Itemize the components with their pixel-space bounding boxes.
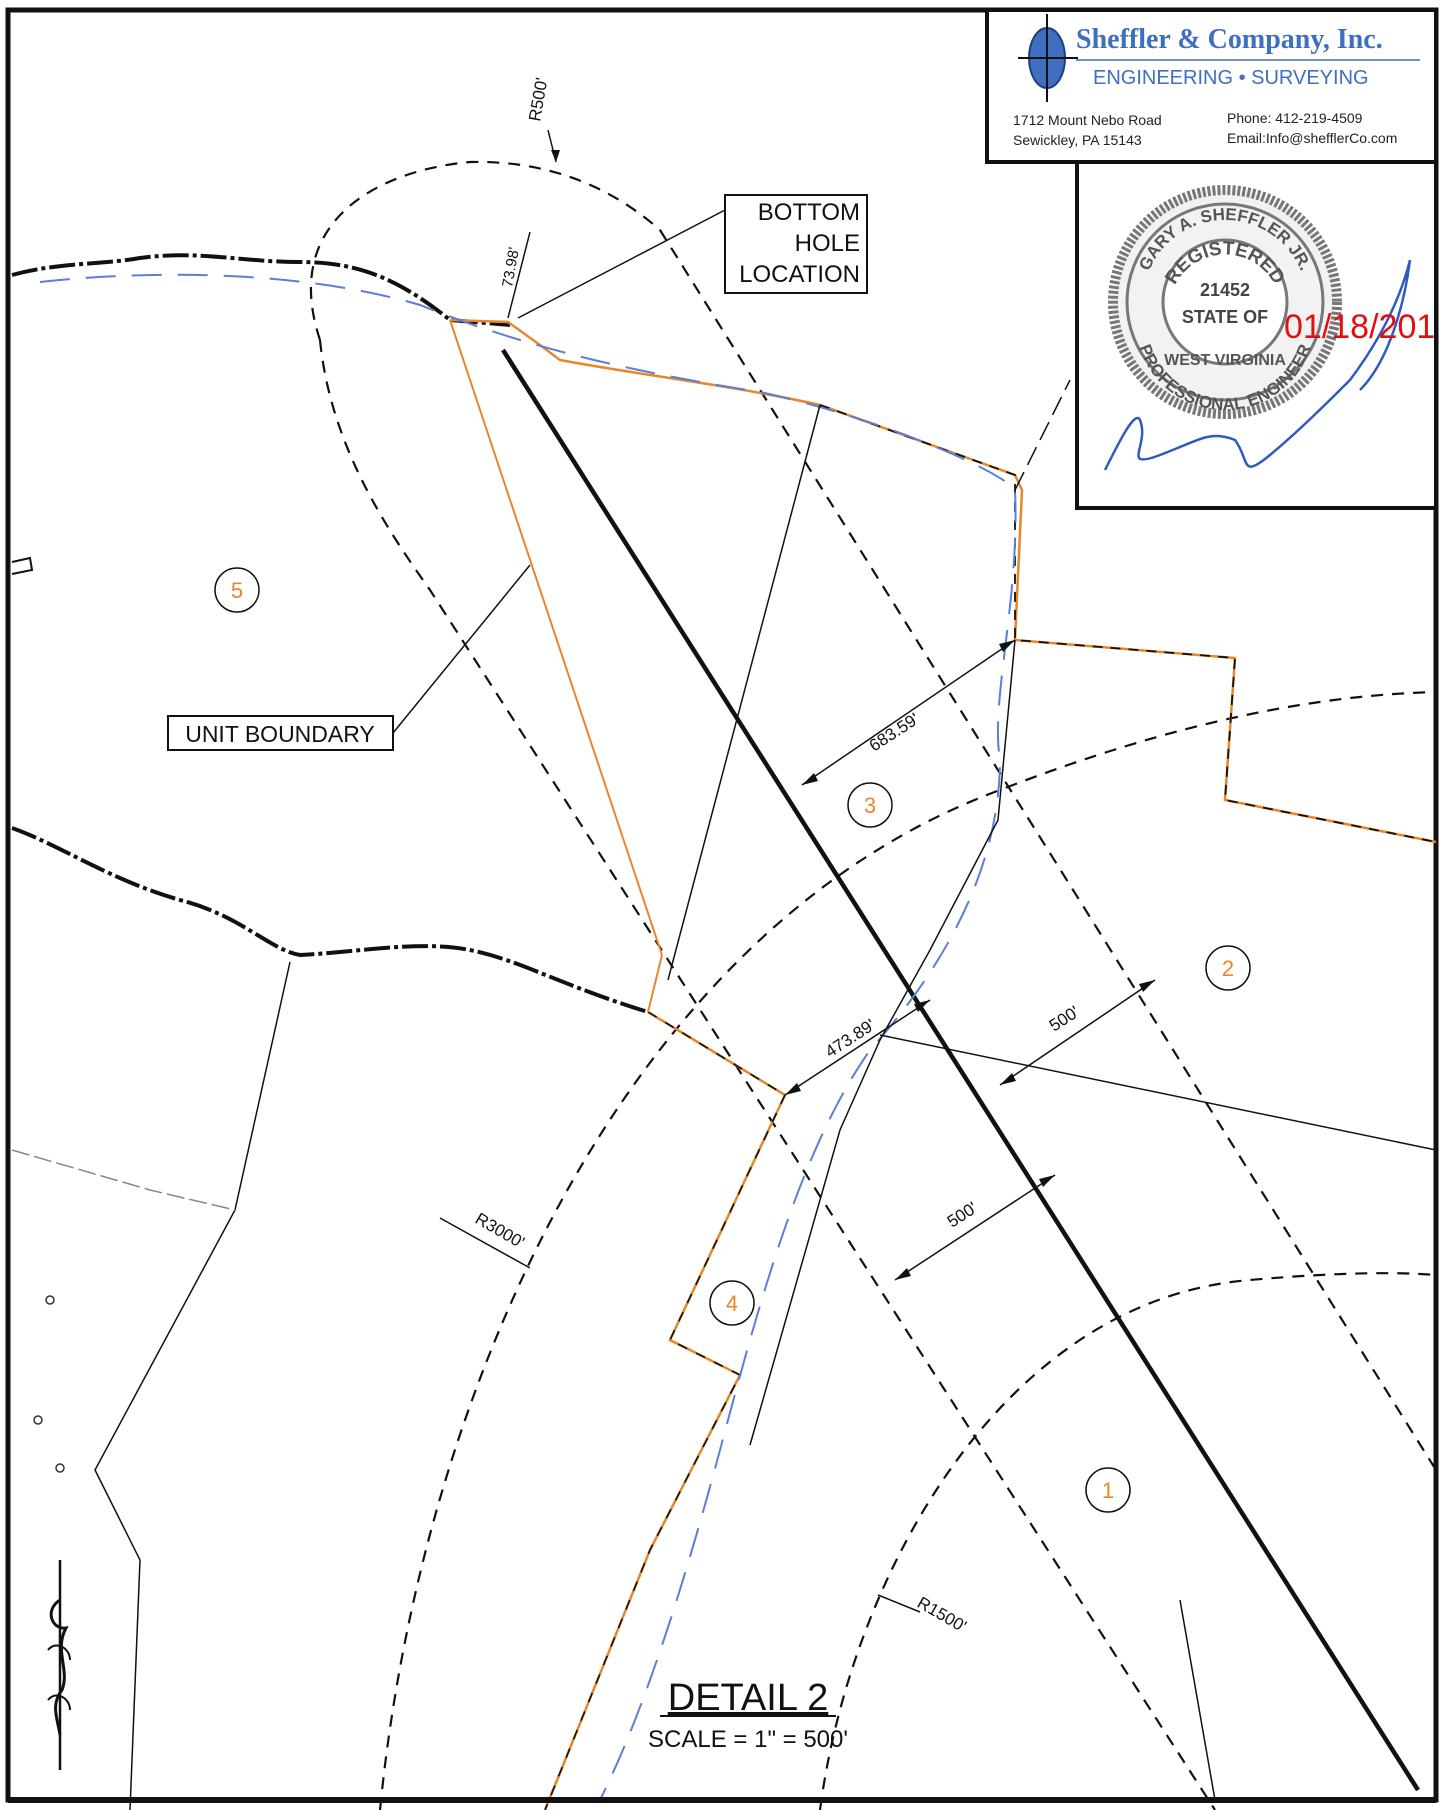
north-arrow-icon (47, 1560, 71, 1770)
dim-r3000-arrow (439, 1217, 531, 1269)
buffer-corridor-cap (309, 160, 661, 341)
tract-marker-3: 3 (847, 782, 893, 828)
svg-text:4: 4 (726, 1291, 738, 1316)
lease-line-orange-short (647, 954, 663, 1013)
dim-500a-label: 500' (1046, 1002, 1083, 1035)
edge-mark (11, 556, 34, 575)
tract-marker-5: 5 (214, 567, 260, 613)
company-address-2: Sewickley, PA 15143 (1013, 132, 1142, 148)
engineer-signature-icon (1103, 259, 1412, 471)
lease-line-e (11, 1149, 236, 1211)
tract-marker-4: 4 (709, 1280, 755, 1326)
company-tagline: ENGINEERING • SURVEYING (1093, 67, 1369, 89)
company-title-block: Sheffler & Company, Inc. ENGINEERING • S… (985, 8, 1438, 164)
lease-line-b (749, 639, 1016, 1446)
tract-boundary-orange-lower-dash (544, 1011, 787, 1810)
scale-label: SCALE = 1" = 500' (648, 1726, 848, 1753)
buffer-corridor-right (659, 229, 1437, 1471)
svg-text:5: 5 (231, 578, 243, 603)
seal-number: 21452 (1200, 280, 1250, 300)
company-name: Sheffler & Company, Inc. (1076, 24, 1383, 55)
dim-7398-label: 73.98' (499, 246, 523, 289)
survey-mark-2 (33, 1415, 43, 1425)
dim-500a-arrow (999, 979, 1156, 1086)
lease-line-c (879, 1034, 1437, 1151)
dim-r3000-label: R3000' (472, 1209, 528, 1252)
dim-500b-arrow (894, 1174, 1056, 1281)
lease-line-a (667, 404, 821, 981)
bottom-hole-callout: BOTTOM HOLE LOCATION (517, 194, 868, 319)
dim-7398-arrow (507, 231, 531, 319)
dim-r500-label: R500' (525, 76, 551, 123)
dim-47389-label: 473.89' (822, 1015, 879, 1061)
dim-r1500-arrow (877, 1594, 921, 1613)
survey-mark-1 (45, 1295, 55, 1305)
wellbore-line (501, 348, 1420, 1792)
dim-47389-arrow (784, 999, 931, 1096)
bottom-hole-line-3: LOCATION (739, 261, 860, 288)
lease-line-d (94, 961, 291, 1810)
dim-r1500-label: R1500' (914, 1593, 970, 1636)
company-phone: Phone: 412-219-4509 (1227, 110, 1363, 126)
lease-line-orange (449, 319, 663, 956)
bottom-hole-line-2: HOLE (795, 230, 860, 257)
seal-date-stamp: 01/18/201 (1284, 308, 1435, 346)
dim-68359-arrow (801, 639, 1016, 786)
range-arc-r1500 (818, 1272, 1437, 1810)
seal-state: STATE OF (1182, 307, 1268, 327)
stream-line (39, 273, 1017, 1801)
tract-boundary-orange (449, 318, 1437, 844)
svg-text:1: 1 (1102, 1478, 1114, 1503)
company-address-1: 1712 Mount Nebo Road (1013, 112, 1162, 128)
dim-500b-label: 500' (944, 1198, 981, 1231)
detail-title: DETAIL 2 (668, 1677, 829, 1719)
tract-marker-2: 2 (1205, 945, 1251, 991)
lease-line-f (1014, 379, 1071, 491)
lease-line-g (1179, 1599, 1216, 1801)
range-arc-r3000 (378, 690, 1437, 1810)
unit-boundary-top (11, 253, 511, 327)
unit-boundary-callout: UNIT BOUNDARY (167, 564, 531, 751)
company-logo-icon (1018, 14, 1078, 102)
dim-r500-arrow (547, 129, 560, 163)
buffer-corridor-left (318, 339, 1216, 1810)
engineer-seal-icon: GARY A. SHEFFLER JR. REGISTERED PROFESSI… (1108, 185, 1342, 419)
unit-boundary-label: UNIT BOUNDARY (185, 721, 375, 747)
dim-68359-label: 683.59' (866, 709, 923, 755)
tract-marker-1: 1 (1085, 1467, 1131, 1513)
svg-text:2: 2 (1222, 956, 1234, 981)
survey-mark-3 (55, 1463, 65, 1473)
company-email: Email:Info@shefflerCo.com (1227, 130, 1397, 146)
seal-west-virginia: WEST VIRGINIA (1164, 352, 1286, 369)
engineer-seal-block: GARY A. SHEFFLER JR. REGISTERED PROFESSI… (1075, 160, 1438, 510)
svg-text:3: 3 (864, 793, 876, 818)
unit-boundary-mid (11, 826, 649, 1014)
bottom-hole-line-1: BOTTOM (758, 199, 860, 226)
